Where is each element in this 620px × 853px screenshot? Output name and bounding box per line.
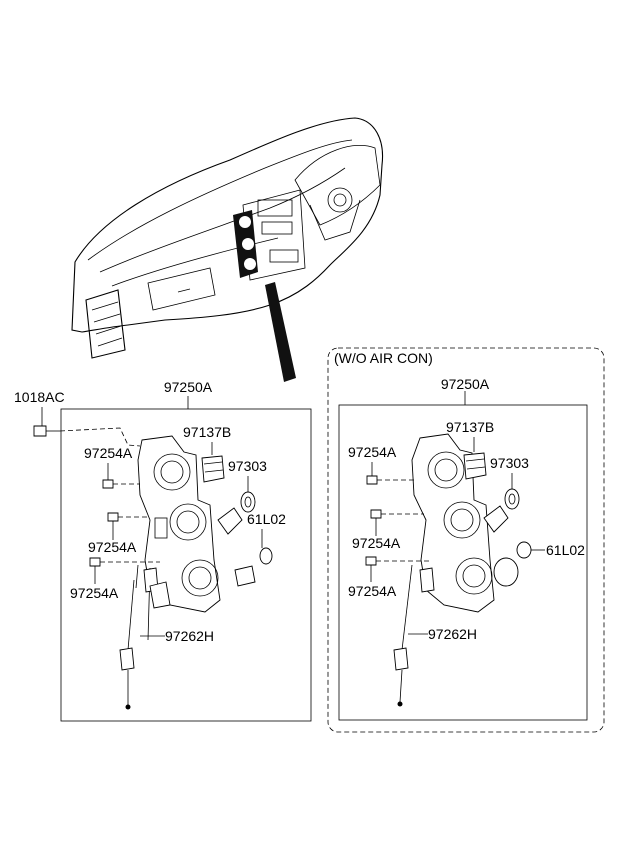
left-screw-c-label: 97254A [70,585,119,601]
right-assembly-label: 97250A [441,376,490,392]
right-cable-label: 97262H [428,626,477,642]
left-bulb-label: 61L02 [247,511,286,527]
left-screw-b-label: 97254A [88,539,137,555]
right-screw-a-label: 97254A [348,444,397,460]
dashboard-illustration [71,117,384,382]
left-cap-label: 97137B [183,424,231,440]
right-group-frame [338,404,588,721]
right-screw-b-label: 97254A [352,535,401,551]
right-screw-c-label: 97254A [348,583,397,599]
left-assembly-label: 97250A [164,379,213,395]
right-knob-label: 97303 [490,455,529,471]
left-screw-a-label: 97254A [84,445,133,461]
left-cable-label: 97262H [165,628,214,644]
variant-dashed-frame [327,347,605,733]
right-cap-label: 97137B [446,419,494,435]
right-bulb-label: 61L02 [546,542,585,558]
left-screw-1018ac-label: 1018AC [14,389,65,405]
left-group-frame [60,408,312,722]
variant-label: (W/O AIR CON) [334,350,433,366]
right-variant-group: (W/O AIR CON) 97250A 97254A 97254A 97254… [327,347,605,733]
left-knob-label: 97303 [228,458,267,474]
left-group: 97250A 1018AC 97254A 97254A 97254A 97137… [14,379,312,722]
right-housing [411,433,495,613]
left-housing [137,435,221,613]
